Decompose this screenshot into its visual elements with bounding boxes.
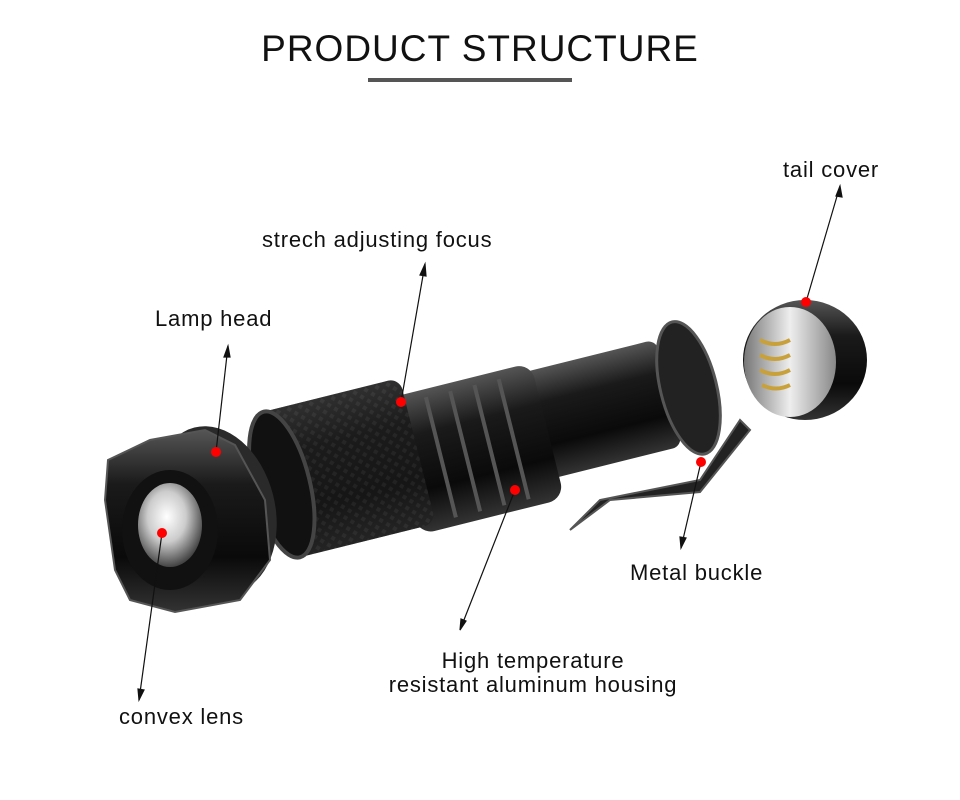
marker-focus [396,397,406,407]
tail-cover-part [743,300,867,420]
rear-tube [512,320,722,481]
marker-metal-buckle [696,457,706,467]
marker-dots [157,297,811,538]
metal-buckle-part [569,418,752,531]
label-convex-lens: convex lens [119,704,244,729]
lamp-head-part [103,426,277,614]
label-lamp-head: Lamp head [155,306,273,331]
label-metal-buckle: Metal buckle [630,560,764,585]
label-tail-cover: tail cover [783,157,880,182]
marker-tail-cover [801,297,811,307]
leader-lines [137,183,843,703]
marker-housing [510,485,520,495]
marker-convex-lens [157,528,167,538]
page-title: PRODUCT STRUCTURE [261,28,699,69]
label-housing-line1: High temperature [441,648,625,673]
label-housing-line2: resistant aluminum housing [388,672,678,697]
title-underline [368,78,572,82]
marker-lamp-head [211,447,221,457]
label-focus: strech adjusting focus [262,227,493,252]
